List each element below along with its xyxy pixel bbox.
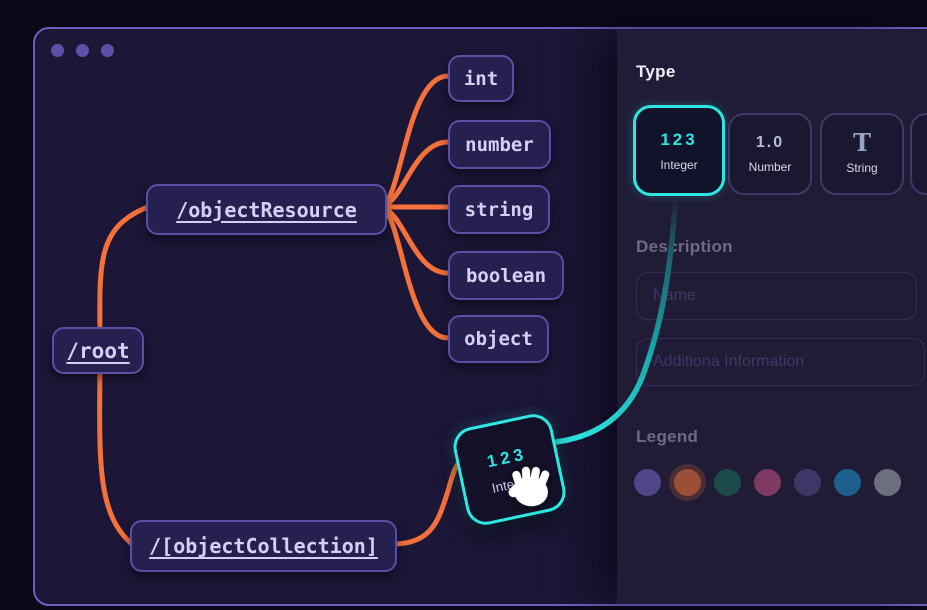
legend-dot-5[interactable] [794, 469, 821, 496]
type-card-number-label: Number [748, 160, 792, 174]
type-card-integer-label: Integer [660, 157, 698, 172]
legend-dot-3[interactable] [714, 469, 741, 496]
node-boolean-label: boolean [465, 264, 547, 287]
node-object-collection-label: /[objectCollection] [149, 534, 378, 558]
node-number-label: number [465, 133, 534, 156]
description-section-title: Description [636, 237, 733, 256]
type-card-integer[interactable]: 123 Integer [633, 105, 725, 196]
type-card-string-label: String [846, 161, 878, 175]
legend-dot-7[interactable] [874, 469, 901, 496]
string-icon: T [853, 128, 871, 157]
grab-hand-cursor [508, 466, 550, 507]
node-boolean[interactable]: boolean [448, 251, 564, 300]
node-root-label: /root [66, 338, 130, 363]
properties-panel: Type 123 Integer 1.0 Number T String Boo… [617, 29, 927, 604]
node-int[interactable]: int [448, 55, 514, 102]
node-number[interactable]: number [448, 120, 551, 169]
window-dot-2[interactable] [76, 44, 89, 57]
node-object[interactable]: object [448, 315, 549, 363]
node-object-resource[interactable]: /objectResource [146, 184, 387, 235]
window-dot-3[interactable] [101, 44, 114, 57]
legend-dot-2[interactable] [674, 469, 701, 496]
node-root[interactable]: /root [52, 327, 144, 374]
type-section-title: Type [636, 62, 676, 81]
additional-information-field[interactable] [636, 338, 925, 386]
legend-section-title: Legend [636, 427, 699, 446]
integer-icon: 123 [660, 129, 698, 149]
name-field[interactable] [636, 272, 917, 320]
legend-dot-6[interactable] [834, 469, 861, 496]
type-card-string[interactable]: T String [820, 113, 904, 195]
window-dot-1[interactable] [51, 44, 64, 57]
legend-dot-4[interactable] [754, 469, 781, 496]
number-icon: 1.0 [755, 134, 785, 151]
node-object-resource-label: /objectResource [176, 197, 357, 222]
window-controls [51, 44, 114, 57]
node-object-label: object [464, 328, 533, 350]
node-string[interactable]: string [448, 185, 550, 234]
node-int-label: int [463, 67, 499, 90]
legend-dot-1[interactable] [634, 469, 661, 496]
type-card-boolean[interactable]: Boolean [910, 113, 927, 195]
node-string-label: string [464, 198, 534, 221]
node-object-collection[interactable]: /[objectCollection] [130, 520, 397, 572]
legend-dots [634, 469, 901, 496]
type-card-number[interactable]: 1.0 Number [728, 113, 812, 195]
